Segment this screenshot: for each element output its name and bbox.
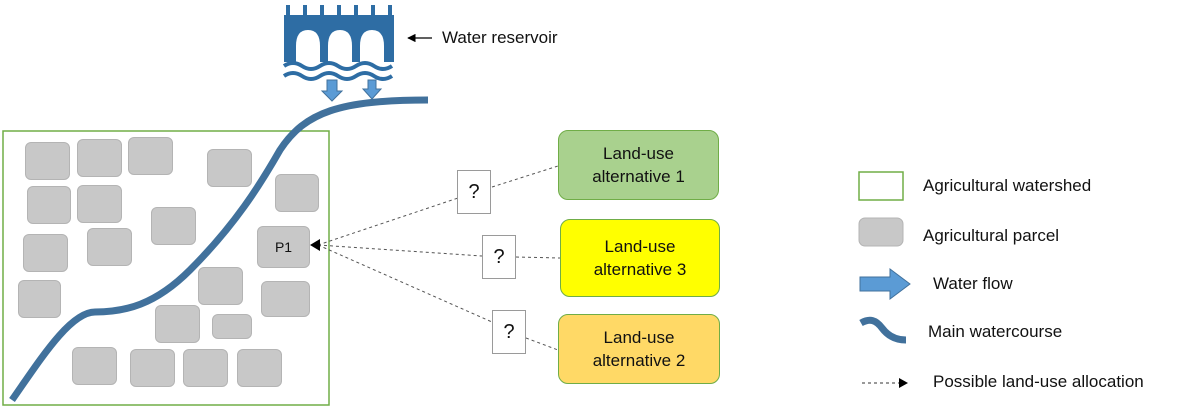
legend-watercourse-label: Main watercourse [928,322,1063,341]
question-box-2: ? [492,310,526,354]
parcel [25,142,70,180]
alternative-1-line2: alternative 1 [592,167,685,186]
parcel [23,234,68,272]
parcel [130,349,175,387]
parcel [155,305,200,343]
parcel [72,347,117,385]
parcel [77,139,122,177]
parcel [275,174,319,212]
alternative-2-line2: alternative 2 [592,351,686,370]
allocation-lines [317,165,561,351]
legend-parcel-label: Agricultural parcel [923,226,1060,245]
parcel [261,281,310,317]
land-use-alternative-3: Land-use alternative 3 [560,219,720,297]
parcel [183,349,228,387]
legend-watercourse-icon [859,316,907,344]
alternative-2-line1: Land-use [603,328,675,347]
parcel [27,186,71,224]
parcel-p1: P1 [257,226,310,268]
parcel [128,137,173,175]
parcel [77,185,122,223]
allocation-arrowhead [310,239,320,251]
land-use-alternative-2: Land-use alternative 2 [558,314,720,384]
legend-allocation-arrowhead [899,378,908,388]
dam-icon [282,5,394,81]
parcel [237,349,282,387]
legend-allocation-label: Possible land-use allocation [933,372,1144,391]
parcel [212,314,252,339]
legend-parcel-swatch [858,217,904,247]
parcel [151,207,196,245]
watershed-boundary [2,130,330,406]
reservoir-label: Water reservoir [442,28,558,47]
land-use-alternative-1: Land-use alternative 1 [558,130,719,200]
parcel [18,280,61,318]
water-flow-arrows [320,79,383,102]
legend-watershed-label: Agricultural watershed [923,176,1092,195]
question-box-1: ? [457,170,491,214]
parcel [198,267,243,305]
main-watercourse [9,96,429,403]
question-box-3: ? [482,235,516,279]
legend-watershed-swatch [858,171,904,201]
alternative-1-line1: Land-use [603,144,674,163]
parcel [207,149,252,187]
alternative-3-line1: Land-use [604,237,676,256]
legend-water-flow-icon [859,268,911,300]
alternative-3-line2: alternative 3 [593,260,687,279]
parcel [87,228,132,266]
legend-water-flow-label: Water flow [933,274,1013,293]
